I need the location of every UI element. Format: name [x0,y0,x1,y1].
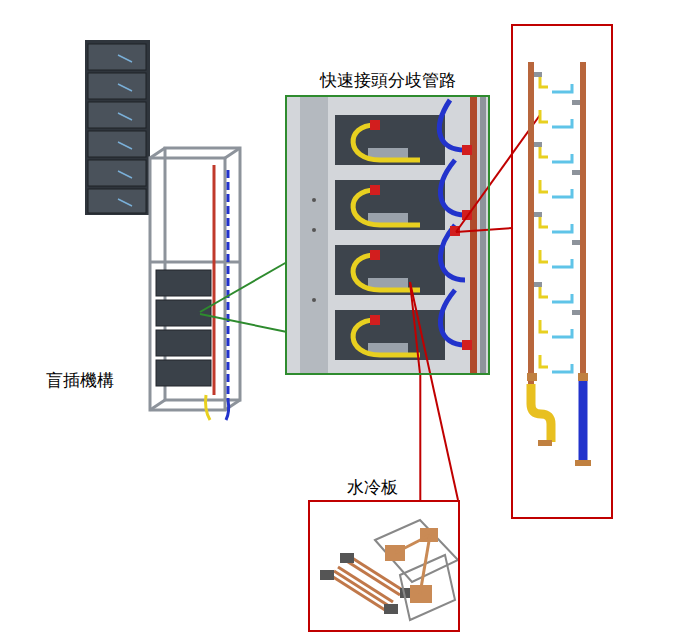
manifold-pipes [527,62,591,466]
heading: 快速接頭分歧管路 [320,69,456,92]
zoom-box: 快速接頭分歧管路 [285,95,490,375]
connector [419,375,421,500]
part-label: 盲插機構 [46,369,114,392]
heading: 水冷板 [347,476,398,499]
cold-plate [320,520,458,620]
leader-lines [410,115,540,500]
cold-plate-box: 水冷板 [308,500,460,632]
manifold-box [512,25,612,518]
rack-servers [156,270,211,386]
zoom-lines [200,262,287,332]
manifold-detail [287,97,488,373]
server-stack [85,40,150,215]
rack-pipes [206,165,229,420]
rack-frame [150,148,240,410]
